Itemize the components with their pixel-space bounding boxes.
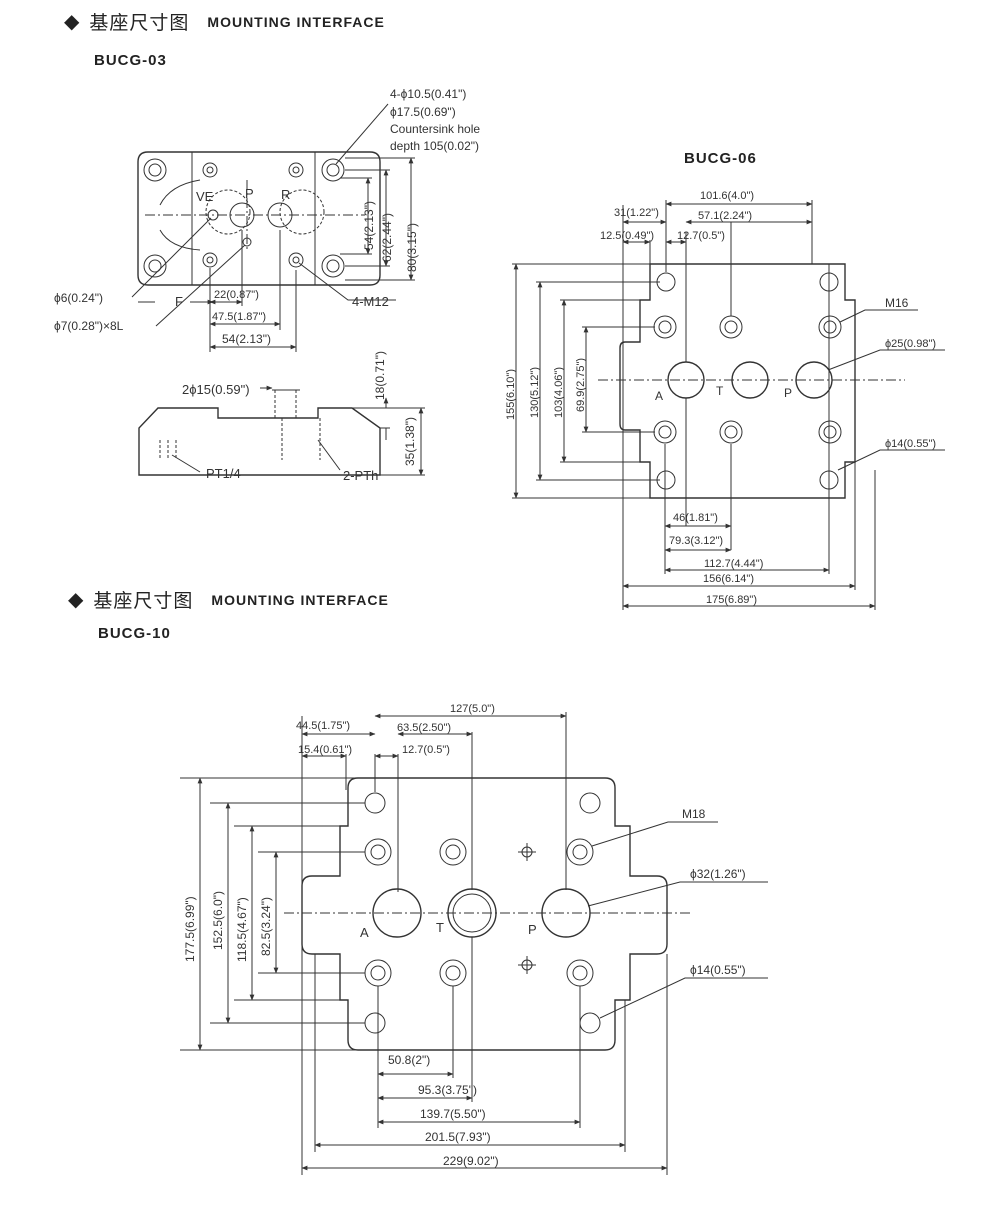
dim-825: 82.5(3.24") xyxy=(259,897,273,956)
section-title-en: MOUNTING INTERFACE xyxy=(207,13,385,30)
section-header-2: ◆ 基座尺寸图 MOUNTING INTERFACE xyxy=(68,586,389,613)
dim-80-vertical: 80(3.15") xyxy=(405,223,419,272)
label-2pth: 2-PTh xyxy=(343,468,378,483)
bucg03-top-view: VE P R 4-ϕ10.5(0.41") ϕ17.5(0.69") Count… xyxy=(54,87,480,352)
label-f: F xyxy=(175,294,183,309)
note-depth: depth 105(0.02") xyxy=(390,139,479,153)
port-label-p: P xyxy=(784,386,792,400)
dim-175: 175(6.89") xyxy=(706,594,757,606)
note-holes: 4-ϕ10.5(0.41") xyxy=(390,87,466,101)
bucg03-side-view: 2ϕ15(0.59") 18(0.71") 35(1.38") PT1/4 2-… xyxy=(138,351,425,483)
note-countersink: Countersink hole xyxy=(390,122,480,136)
section-title-cn: 基座尺寸图 xyxy=(89,12,190,34)
dim-1525: 152.5(6.0") xyxy=(211,891,225,950)
model-bucg06-title: BUCG-06 xyxy=(684,150,757,167)
bucg10-view: A T P 127(5.0") 44.5(1.75") 63.5(2.50") … xyxy=(180,703,768,1175)
label-m16: M16 xyxy=(885,296,909,310)
dim-2015: 201.5(7.93") xyxy=(425,1130,491,1144)
port-label-p: P xyxy=(245,186,254,201)
dim-46: 46(1.81") xyxy=(673,512,718,524)
dim-54-vertical: 54(2.13") xyxy=(362,201,376,250)
diamond-icon: ◆ xyxy=(64,10,80,33)
dim-155: 155(6.10") xyxy=(505,369,517,420)
label-4-m12: 4-M12 xyxy=(352,294,389,309)
port-label-p: P xyxy=(528,922,537,937)
dim-2phi15: 2ϕ15(0.59") xyxy=(182,382,250,397)
port-label-ve: VE xyxy=(196,189,214,204)
dim-127b: 12.7(0.5") xyxy=(402,744,450,756)
dim-phi7: ϕ7(0.28")×8L xyxy=(54,319,124,333)
dim-22: 22(0.87") xyxy=(214,289,259,301)
dim-phi25: ϕ25(0.98") xyxy=(885,338,936,350)
port-label-a: A xyxy=(360,925,369,940)
dim-18: 18(0.71") xyxy=(373,351,387,400)
dim-699: 69.9(2.75") xyxy=(575,358,587,412)
dim-130: 130(5.12") xyxy=(529,367,541,418)
dim-127: 12.7(0.5") xyxy=(677,230,725,242)
bucg06-view: A T P 101.6(4.0") 31(1.22") 57.1(2.24") … xyxy=(505,190,945,610)
dim-57: 57.1(2.24") xyxy=(698,210,752,222)
dim-62-vertical: 62(2.44") xyxy=(380,213,394,262)
dim-127: 127(5.0") xyxy=(450,703,495,715)
dim-1397: 139.7(5.50") xyxy=(420,1107,486,1121)
dim-35: 35(1.38") xyxy=(403,417,417,466)
model-bucg10-title: BUCG-10 xyxy=(98,625,171,642)
dim-793: 79.3(3.12") xyxy=(669,535,723,547)
dim-445: 44.5(1.75") xyxy=(296,720,350,732)
dim-156: 156(6.14") xyxy=(703,573,754,585)
label-pt14: PT1/4 xyxy=(206,466,241,481)
dim-1127: 112.7(4.44") xyxy=(704,558,763,570)
dim-1775: 177.5(6.99") xyxy=(183,896,197,962)
dim-953: 95.3(3.75") xyxy=(418,1083,477,1097)
note-cbore: ϕ17.5(0.69") xyxy=(390,105,456,119)
dim-508: 50.8(2") xyxy=(388,1053,430,1067)
dim-phi14: ϕ14(0.55") xyxy=(690,963,746,977)
diamond-icon: ◆ xyxy=(68,588,84,611)
section-header-1: ◆ 基座尺寸图 MOUNTING INTERFACE xyxy=(64,8,385,35)
dim-phi32: ϕ32(1.26") xyxy=(690,867,746,881)
dim-101: 101.6(4.0") xyxy=(700,190,754,202)
dim-31: 31(1.22") xyxy=(614,207,659,219)
dim-phi14: ϕ14(0.55") xyxy=(885,438,936,450)
port-label-r: R xyxy=(281,187,290,202)
dim-154: 15.4(0.61") xyxy=(298,744,352,756)
port-label-a: A xyxy=(655,389,663,403)
dim-635: 63.5(2.50") xyxy=(397,722,451,734)
port-label-t: T xyxy=(436,920,444,935)
section-title-cn: 基座尺寸图 xyxy=(93,590,194,612)
dim-103: 103(4.06") xyxy=(553,367,565,418)
port-label-t: T xyxy=(716,384,724,398)
model-bucg03-title: BUCG-03 xyxy=(94,52,167,69)
dim-125: 12.5(0.49") xyxy=(600,230,654,242)
dim-54-horizontal: 54(2.13") xyxy=(222,332,271,346)
label-m18: M18 xyxy=(682,807,706,821)
dim-47: 47.5(1.87") xyxy=(212,311,266,323)
dim-229: 229(9.02") xyxy=(443,1154,499,1168)
dim-phi6: ϕ6(0.24") xyxy=(54,291,103,305)
section-title-en: MOUNTING INTERFACE xyxy=(211,591,389,608)
dim-1185: 118.5(4.67") xyxy=(235,897,249,962)
